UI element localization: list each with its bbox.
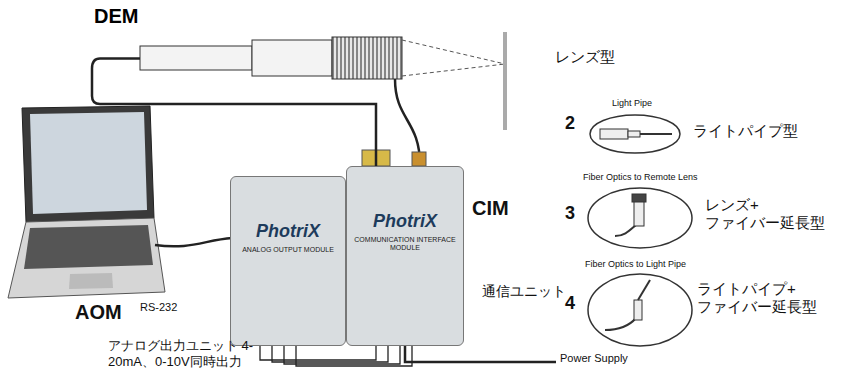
sensor-body <box>140 37 402 79</box>
type-label: レンズ型 <box>555 48 615 66</box>
module-name: ANALOG OUTPUT MODULE <box>231 246 345 254</box>
target-plate <box>503 32 507 130</box>
brand-name: PhotriX <box>347 211 463 232</box>
part-name: DEM <box>94 5 138 28</box>
part-name: AOM <box>75 300 122 324</box>
callout-number: 3 <box>565 203 575 225</box>
option-name: Fiber Optics to Remote Lens <box>583 172 698 183</box>
signal-name: RS-232 <box>140 301 177 314</box>
type-label: ライトパイプ型 <box>693 122 798 140</box>
module-name: COMMUNICATION INTERFACE MODULE <box>347 236 463 253</box>
rs232-cable <box>155 238 232 246</box>
option-circles <box>588 115 692 346</box>
sensor-head: DEM <box>140 37 402 80</box>
part-name: CIM <box>472 196 509 220</box>
signal-name: Power Supply <box>560 352 628 365</box>
brand-name: PhotriX <box>231 221 345 242</box>
part-caption: アナログ出力ユニット 4-20mA、0-10V同時出力 <box>108 338 273 369</box>
view-cone <box>402 40 505 76</box>
output-module: PhotriX ANALOG OUTPUT MODULE <box>230 176 346 346</box>
part-caption: 通信ユニット <box>482 283 566 300</box>
probe-icons <box>600 129 672 330</box>
cable <box>260 346 412 366</box>
option-name: Light Pipe <box>612 98 652 109</box>
power-cable <box>405 346 556 362</box>
callout-number: 4 <box>565 293 575 315</box>
option-name: Fiber Optics to Light Pipe <box>585 259 686 270</box>
laptop <box>8 106 165 298</box>
type-label: ライトパイプ+ ファイバー延長型 <box>697 280 832 316</box>
callout-number: 2 <box>565 113 575 135</box>
interface-module: PhotriX COMMUNICATION INTERFACE MODULE <box>346 166 464 346</box>
fiber-connector <box>412 152 426 166</box>
type-label: レンズ+ ファイバー延長型 <box>705 196 825 232</box>
cable <box>92 59 376 167</box>
